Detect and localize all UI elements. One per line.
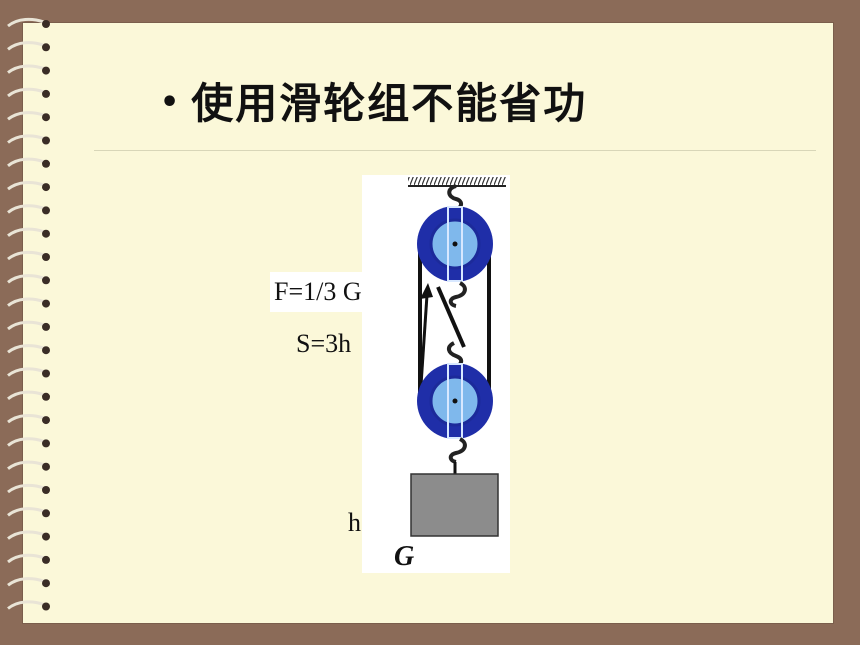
spiral-ring xyxy=(7,413,45,424)
pulley-diagram-panel: G xyxy=(362,175,510,573)
spiral-hole xyxy=(42,66,50,75)
spiral-hole xyxy=(42,276,50,285)
load-hook xyxy=(448,437,467,464)
notebook-spiral-binding xyxy=(7,17,50,611)
spiral-ring xyxy=(7,507,45,517)
spiral-hole xyxy=(42,416,50,425)
spiral-ring xyxy=(7,180,45,191)
spiral-ring xyxy=(7,320,45,331)
spiral-hole xyxy=(42,43,50,52)
spiral-hole xyxy=(42,579,50,588)
spiral-ring xyxy=(7,227,45,237)
spiral-ring xyxy=(7,367,45,377)
height-label: h xyxy=(348,508,361,537)
spiral-hole xyxy=(42,206,50,215)
spiral-hole xyxy=(42,299,50,308)
spiral-ring xyxy=(7,577,45,587)
force-arrow-icon xyxy=(420,283,433,299)
spiral-ring xyxy=(7,111,45,121)
pull-rope xyxy=(418,294,429,401)
spiral-hole xyxy=(42,136,50,145)
bottom-pulley-center xyxy=(452,398,458,404)
spiral-ring xyxy=(7,157,45,168)
spiral-hole xyxy=(42,159,50,168)
spiral-ring xyxy=(7,41,45,51)
slide-title: • 使用滑轮组不能省功 xyxy=(160,70,587,131)
spiral-ring xyxy=(7,87,45,98)
bottom-pulley-axle xyxy=(447,363,463,439)
spiral-hole xyxy=(42,509,50,518)
spiral-ring xyxy=(7,250,45,261)
spiral-hole xyxy=(42,392,50,401)
spiral-hole xyxy=(42,486,50,494)
rope-diagonal xyxy=(436,286,466,348)
spiral-hole xyxy=(42,462,50,471)
top-pulley-axle xyxy=(447,206,463,282)
spiral-hole xyxy=(42,322,50,331)
spiral-hole xyxy=(42,602,50,611)
title-bullet: • xyxy=(160,85,182,120)
spiral-ring xyxy=(7,600,45,610)
spiral-ring xyxy=(7,553,45,564)
spiral-ring xyxy=(7,274,45,284)
spiral-ring xyxy=(7,390,45,401)
spiral-hole xyxy=(42,555,50,564)
spiral-hole xyxy=(42,253,50,261)
weight-label: G xyxy=(394,541,414,572)
pulley-system-diagram: G xyxy=(394,177,506,572)
distance-label: S=3h xyxy=(296,329,352,358)
spiral-ring xyxy=(7,530,45,540)
spiral-ring xyxy=(7,460,45,470)
spiral-hole xyxy=(42,113,50,122)
spiral-ring xyxy=(7,204,45,214)
top-pulley-center xyxy=(452,241,458,247)
spiral-ring xyxy=(7,297,45,307)
spiral-ring xyxy=(7,134,45,144)
spiral-hole xyxy=(42,532,50,541)
title-divider xyxy=(94,150,816,151)
ceiling-support xyxy=(408,177,506,186)
upper-link-hook xyxy=(448,281,467,308)
spiral-hole xyxy=(42,20,50,28)
spiral-ring xyxy=(7,64,45,74)
spiral-ring xyxy=(7,437,45,447)
spiral-hole xyxy=(42,229,50,238)
spiral-ring xyxy=(7,17,45,28)
spiral-hole xyxy=(42,439,50,448)
spiral-ring xyxy=(7,344,45,354)
load-block xyxy=(410,473,499,537)
spiral-hole xyxy=(42,89,50,98)
spiral-ring xyxy=(7,483,45,494)
title-text: 使用滑轮组不能省功 xyxy=(191,79,588,128)
spiral-hole xyxy=(42,183,50,192)
spiral-hole xyxy=(42,346,50,355)
spiral-hole xyxy=(42,369,50,378)
